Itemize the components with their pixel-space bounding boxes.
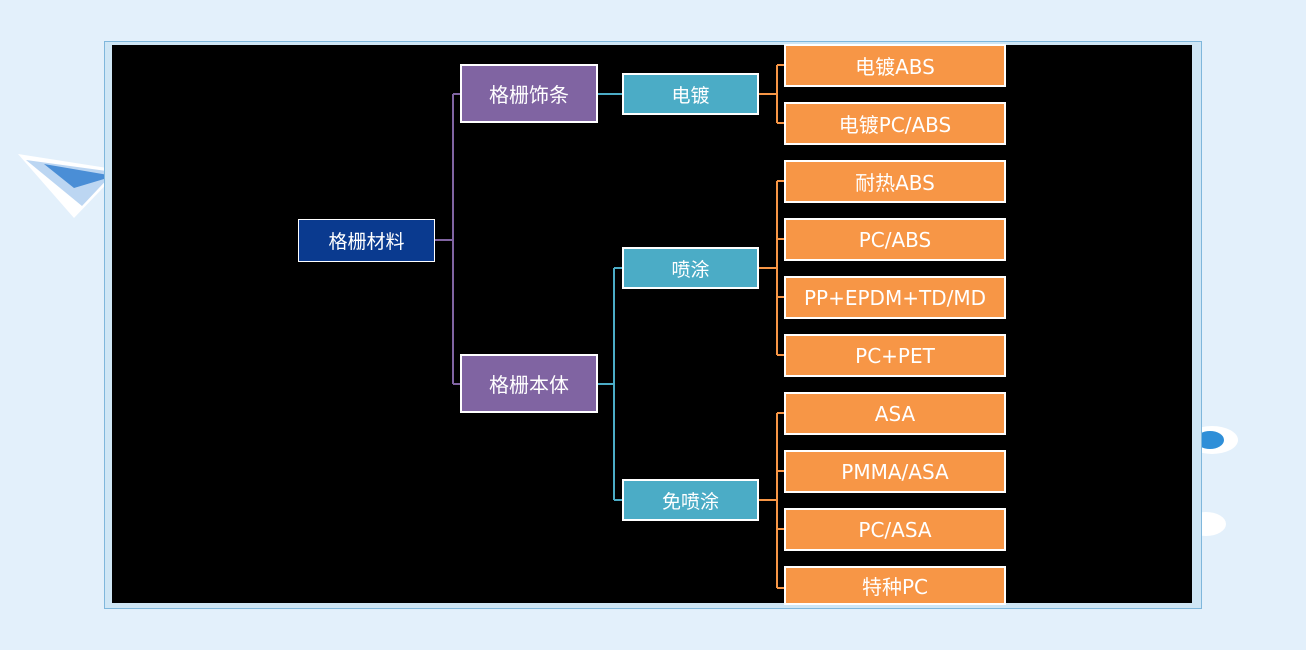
node-process-painting: 喷涂 xyxy=(622,247,759,289)
node-category-trim: 格栅饰条 xyxy=(460,64,598,123)
node-category-body: 格栅本体 xyxy=(460,354,598,413)
node-material: PMMA/ASA xyxy=(784,450,1006,493)
node-material: 耐热ABS xyxy=(784,160,1006,203)
node-process-plating: 电镀 xyxy=(622,73,759,115)
node-material: 电镀PC/ABS xyxy=(784,102,1006,145)
node-process-paint-free: 免喷涂 xyxy=(622,479,759,521)
node-material: PP+EPDM+TD/MD xyxy=(784,276,1006,319)
node-material: PC+PET xyxy=(784,334,1006,377)
node-material: PC/ABS xyxy=(784,218,1006,261)
node-material: 电镀ABS xyxy=(784,44,1006,87)
node-material: PC/ASA xyxy=(784,508,1006,551)
node-root: 格栅材料 xyxy=(298,219,435,262)
node-material: ASA xyxy=(784,392,1006,435)
node-material: 特种PC xyxy=(784,566,1006,605)
paper-plane-decoration xyxy=(18,154,120,218)
